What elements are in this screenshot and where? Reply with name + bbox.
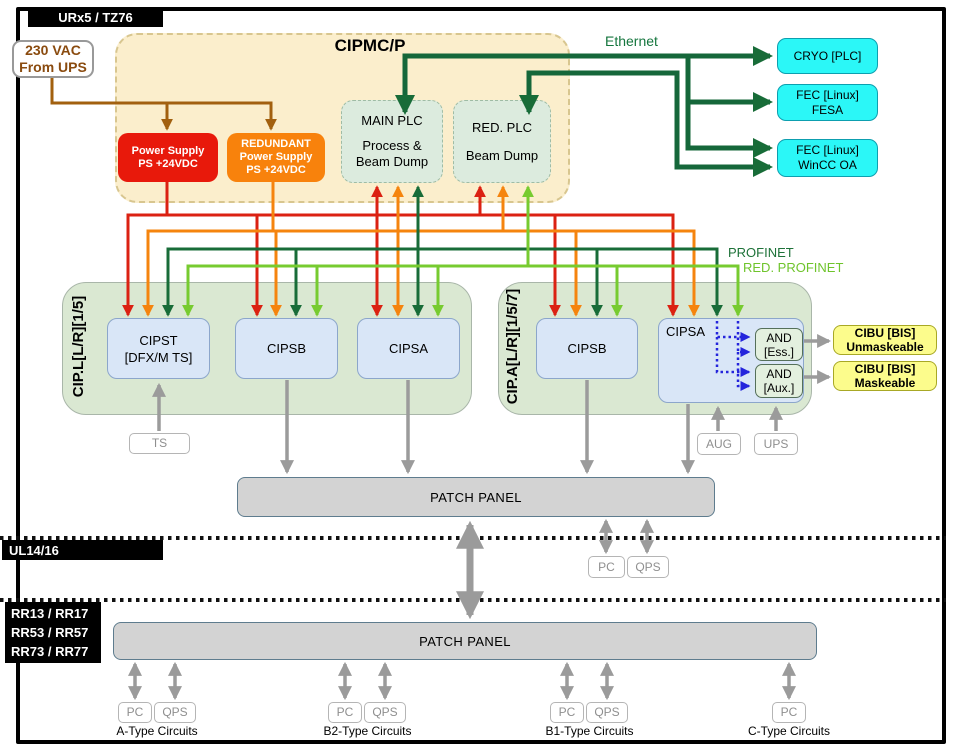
node-sublabel: FESA (811, 102, 844, 117)
cipmc-title: CIPMC/P (334, 36, 406, 55)
ps-line: Power Supply (131, 144, 205, 157)
box-label: CIPST (139, 332, 178, 348)
cibu-maskeable-box: CIBU [BIS] Maskeable (833, 361, 937, 391)
cipst-box: CIPST [DFX/M TS] (107, 318, 210, 379)
circuit-qps-box: QPS (364, 702, 406, 723)
box-label: CIPSB (567, 341, 607, 356)
circuit-group-label: B1-Type Circuits (545, 724, 634, 738)
ups-box: UPS (754, 433, 798, 455)
cibu-unmaskeable-box: CIBU [BIS] Unmaskeable (833, 325, 937, 355)
ethernet-label: Ethernet (605, 33, 658, 49)
main-plc-box: MAIN PLC Process & Beam Dump (341, 100, 443, 183)
rr-line: RR53 / RR57 (11, 625, 89, 640)
zone-label-surface: URx5 / TZ76 (28, 7, 163, 27)
circuit-qps-box: QPS (154, 702, 196, 723)
red-profinet-label: RED. PROFINET (743, 260, 844, 275)
plc-name: RED. PLC (472, 119, 532, 135)
ups-source-line1: 230 VAC (25, 42, 81, 58)
node-label: FEC [Linux] (796, 143, 859, 157)
box-label: CIPSA (388, 341, 428, 356)
node-sublabel: WinCC OA (798, 158, 857, 172)
ts-box: TS (129, 433, 190, 454)
cipsb-right-box: CIPSB (536, 318, 638, 379)
circuit-group-label: A-Type Circuits (116, 724, 198, 738)
circuit-group-label: B2-Type Circuits (323, 724, 412, 738)
rr-line: RR73 / RR77 (11, 644, 89, 659)
cip-l-label: CIP.L[L/R][1/5] (70, 295, 87, 398)
redundant-power-supply-box: REDUNDANT Power Supply PS +24VDC (227, 133, 325, 182)
power-supply-box: Power Supply PS +24VDC (118, 133, 218, 182)
and-label: AND (766, 330, 792, 345)
circuit-pc-box: PC (550, 702, 584, 723)
mid-pc-box: PC (588, 556, 625, 578)
cipsb-left-box: CIPSB (235, 318, 338, 379)
cip-a-label: CIP.A[L/R][1/5/7] (504, 288, 521, 405)
fec-fesa-node: FEC [Linux] FESA (777, 84, 878, 121)
circuit-pc-box: PC (118, 702, 152, 723)
cibu-sublabel: Maskeable (854, 376, 916, 390)
circuit-group-label: C-Type Circuits (747, 724, 830, 738)
circuit-pc-box: PC (772, 702, 806, 723)
node-label: CRYO [PLC] (793, 48, 862, 63)
and-label: AND (766, 367, 792, 381)
cibu-label: CIBU [BIS] (854, 326, 916, 340)
outer-frame (16, 7, 946, 744)
plc-name: MAIN PLC (361, 113, 423, 128)
zone-label-ul: UL14/16 (2, 540, 163, 560)
box-sublabel: [DFX/M TS] (124, 349, 193, 365)
and-essential-box: AND [Ess.] (755, 328, 803, 361)
fec-wincc-node: FEC [Linux] WinCC OA (777, 139, 878, 177)
patch-panel-upper: PATCH PANEL (237, 477, 715, 517)
circuit-pc-box: PC (328, 702, 362, 723)
cibu-sublabel: Unmaskeable (846, 340, 924, 354)
patch-panel-lower: PATCH PANEL (113, 622, 817, 660)
box-label: CIPSB (266, 341, 306, 356)
cibu-label: CIBU [BIS] (854, 362, 916, 376)
and-sublabel: [Ess.] (763, 344, 794, 359)
rr-line: RR13 / RR17 (11, 606, 89, 621)
ps-line: PS +24VDC (246, 164, 306, 176)
zone-label-rr: RR13 / RR17 RR53 / RR57 RR73 / RR77 (5, 602, 101, 663)
and-sublabel: [Aux.] (763, 381, 795, 395)
ups-source-line2: From UPS (19, 59, 87, 75)
plc-role: Beam Dump (465, 147, 539, 163)
and-auxiliary-box: AND [Aux.] (755, 364, 803, 398)
aug-box: AUG (697, 433, 741, 455)
red-plc-box: RED. PLC Beam Dump (453, 100, 551, 183)
cryo-plc-node: CRYO [PLC] (777, 38, 878, 74)
node-label: FEC [Linux] (796, 87, 859, 102)
circuit-qps-box: QPS (586, 702, 628, 723)
ps-line: PS +24VDC (138, 157, 198, 170)
ps-line: REDUNDANT (241, 138, 311, 150)
profinet-label: PROFINET (728, 245, 794, 260)
cipsa-right-label: CIPSA (666, 324, 706, 339)
ps-line: Power Supply (239, 151, 313, 163)
ups-source-box: 230 VAC From UPS (12, 40, 94, 78)
plc-role: Process & Beam Dump (355, 138, 429, 169)
mid-qps-box: QPS (627, 556, 669, 578)
cipsa-left-box: CIPSA (357, 318, 460, 379)
